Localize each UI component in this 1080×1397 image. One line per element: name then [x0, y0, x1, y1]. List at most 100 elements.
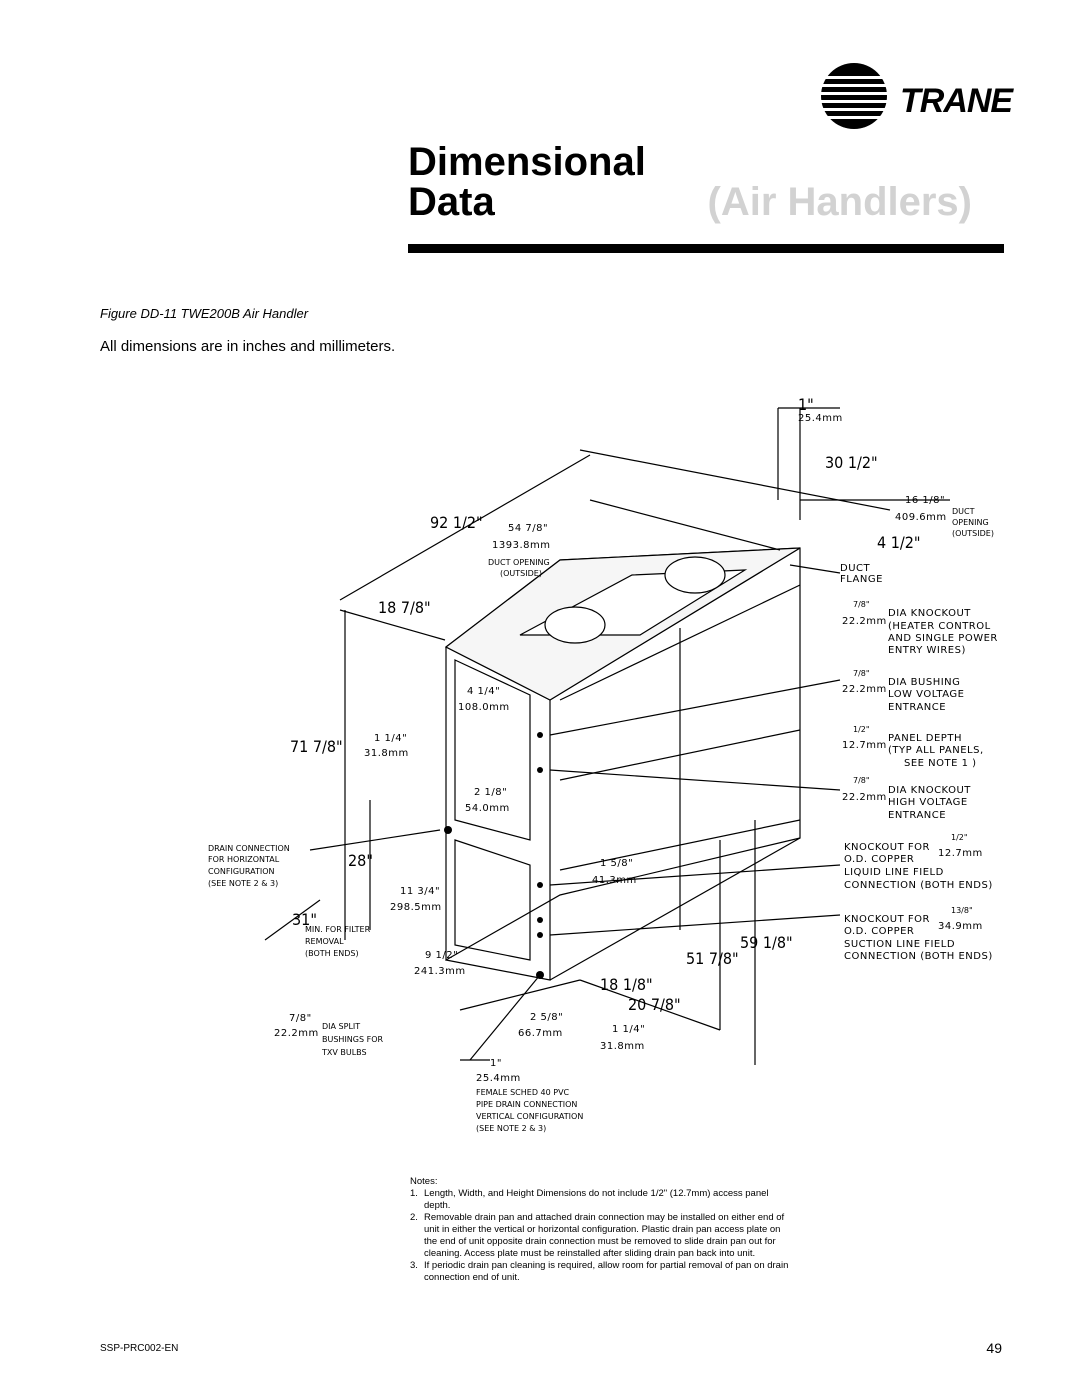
doc-code: SSP-PRC002-EN: [100, 1343, 179, 1354]
svg-text:BUSHINGS FOR: BUSHINGS FOR: [322, 1035, 384, 1044]
dim-18-7-8: 18 7/8": [378, 598, 431, 617]
dim-bottom-in: 1": [490, 1058, 502, 1069]
label-duct-opening-right: DUCT OPENING (OUTSIDE): [952, 507, 994, 538]
k5-in: 1/2": [951, 833, 968, 842]
dim-bottom-mm: 25.4mm: [476, 1073, 521, 1084]
svg-text:CONNECTION (BOTH ENDS): CONNECTION (BOTH ENDS): [844, 951, 993, 962]
label-drain-horizontal: DRAIN CONNECTION FOR HORIZONTAL CONFIGUR…: [208, 844, 290, 888]
brand-wordmark: TRANE: [900, 82, 1013, 120]
dim-9-1-2-mm: 241.3mm: [414, 966, 466, 977]
label-duct-opening-top: DUCT OPENING (OUTSIDE): [488, 558, 550, 578]
page-number: 49: [986, 1340, 1002, 1356]
label-filter-removal: MIN. FOR FILTER REMOVAL (BOTH ENDS): [305, 925, 371, 958]
svg-text:PANEL DEPTH: PANEL DEPTH: [888, 733, 962, 744]
svg-text:O.D. COPPER: O.D. COPPER: [844, 854, 914, 865]
dim-4-1-4-mm: 108.0mm: [458, 702, 510, 713]
dim-30-half: 30 1/2": [825, 453, 878, 472]
notes-heading: Notes:: [410, 1176, 438, 1187]
svg-text:CONFIGURATION: CONFIGURATION: [208, 867, 275, 876]
svg-text:REMOVAL: REMOVAL: [305, 937, 344, 946]
svg-text:DUCT: DUCT: [840, 563, 871, 574]
k4-mm: 22.2mm: [842, 792, 887, 803]
dim-18-1-8: 18 1/8": [600, 975, 653, 994]
svg-text:LIQUID LINE FIELD: LIQUID LINE FIELD: [844, 867, 944, 878]
dim-top-in: 1": [798, 395, 814, 414]
svg-text:FOR HORIZONTAL: FOR HORIZONTAL: [208, 855, 280, 864]
dim-2-1-8-in: 2 1/8": [474, 787, 507, 798]
label-pvc-drain: FEMALE SCHED 40 PVC PIPE DRAIN CONNECTIO…: [476, 1088, 583, 1133]
svg-text:DUCT: DUCT: [952, 507, 975, 516]
dim-2-5-8-mm: 66.7mm: [518, 1028, 563, 1039]
dim-top-mm: 25.4mm: [798, 413, 843, 424]
label-high-voltage: DIA KNOCKOUT HIGH VOLTAGE ENTRANCE: [888, 785, 971, 821]
svg-text:(TYP ALL PANELS,: (TYP ALL PANELS,: [888, 745, 984, 756]
svg-text:(HEATER CONTROL: (HEATER CONTROL: [888, 621, 991, 632]
dim-1-1-4b-mm: 31.8mm: [600, 1041, 645, 1052]
svg-text:LOW VOLTAGE: LOW VOLTAGE: [888, 689, 964, 700]
svg-text:HIGH VOLTAGE: HIGH VOLTAGE: [888, 797, 968, 808]
dim-28: 28": [348, 851, 373, 870]
note-item: 1. Length, Width, and Height Dimensions …: [410, 1188, 769, 1211]
svg-text:(OUTSIDE): (OUTSIDE): [952, 529, 994, 538]
dim-2-1-8-mm: 54.0mm: [465, 803, 510, 814]
svg-text:ENTRANCE: ENTRANCE: [888, 810, 946, 821]
svg-text:DIA BUSHING: DIA BUSHING: [888, 677, 960, 688]
section-label: (Air Handlers): [707, 180, 973, 224]
svg-text:(BOTH ENDS): (BOTH ENDS): [305, 949, 359, 958]
dim-1-5-8-in: 1 5/8": [600, 858, 633, 869]
k2-mm: 22.2mm: [842, 684, 887, 695]
k6-in: 13/8": [951, 906, 973, 915]
figure-caption: Figure DD-11 TWE200B Air Handler: [100, 306, 309, 321]
svg-text:KNOCKOUT FOR: KNOCKOUT FOR: [844, 842, 930, 853]
svg-text:TXV BULBS: TXV BULBS: [321, 1048, 367, 1057]
notes-block: Notes: 1. Length, Width, and Height Dime…: [410, 1176, 790, 1284]
dim-71-7-8: 71 7/8": [290, 737, 343, 756]
svg-text:DIA KNOCKOUT: DIA KNOCKOUT: [888, 608, 971, 619]
svg-text:FLANGE: FLANGE: [840, 574, 883, 585]
label-dia-split: DIA SPLIT BUSHINGS FOR TXV BULBS: [321, 1022, 384, 1057]
dim-51-7-8: 51 7/8": [686, 949, 739, 968]
k4-in: 7/8": [853, 776, 870, 785]
svg-text:O.D. COPPER: O.D. COPPER: [844, 926, 914, 937]
dim-1-1-4-mm: 31.8mm: [364, 748, 409, 759]
dim-7-8-split-mm: 22.2mm: [274, 1028, 319, 1039]
dim-4-half: 4 1/2": [877, 533, 921, 552]
figure-intro: All dimensions are in inches and millime…: [100, 338, 396, 355]
svg-text:CONNECTION (BOTH ENDS): CONNECTION (BOTH ENDS): [844, 880, 993, 891]
label-heater-knockout: DIA KNOCKOUT (HEATER CONTROL AND SINGLE …: [888, 608, 998, 656]
dim-20-7-8: 20 7/8": [628, 995, 681, 1014]
svg-text:SEE NOTE 1 ): SEE NOTE 1 ): [904, 758, 977, 769]
svg-text:ENTRY WIRES): ENTRY WIRES): [888, 645, 966, 656]
svg-text:KNOCKOUT FOR: KNOCKOUT FOR: [844, 914, 930, 925]
note-item: 2. Removable drain pan and attached drai…: [410, 1212, 785, 1259]
svg-text:DRAIN CONNECTION: DRAIN CONNECTION: [208, 844, 290, 853]
k3-in: 1/2": [853, 725, 870, 734]
trane-logo-icon: [821, 63, 887, 129]
air-handler-drawing: 1" 25.4mm 30 1/2" 16 1/8" 409.6mm 4 1/2"…: [208, 395, 998, 1133]
svg-text:OPENING: OPENING: [952, 518, 989, 527]
label-liquid-line: KNOCKOUT FOR O.D. COPPER LIQUID LINE FIE…: [844, 842, 993, 891]
dim-16-mm: 409.6mm: [895, 512, 947, 523]
label-suction-line: KNOCKOUT FOR O.D. COPPER SUCTION LINE FI…: [844, 914, 993, 962]
k2-in: 7/8": [853, 669, 870, 678]
svg-text:DUCT OPENING: DUCT OPENING: [488, 558, 550, 567]
dim-16-in: 16 1/8": [905, 495, 945, 506]
dim-11-3-4-mm: 298.5mm: [390, 902, 442, 913]
k1-mm: 22.2mm: [842, 616, 887, 627]
svg-text:SUCTION LINE FIELD: SUCTION LINE FIELD: [844, 939, 955, 950]
dim-92-half: 92 1/2": [430, 513, 483, 532]
dim-9-1-2-in: 9 1/2": [425, 950, 458, 961]
svg-text:MIN. FOR FILTER: MIN. FOR FILTER: [305, 925, 371, 934]
svg-text:(SEE NOTE 2 & 3): (SEE NOTE 2 & 3): [208, 879, 278, 888]
svg-text:AND SINGLE POWER: AND SINGLE POWER: [888, 633, 998, 644]
svg-text:DIA KNOCKOUT: DIA KNOCKOUT: [888, 785, 971, 796]
title-rule: [408, 244, 1004, 253]
dim-4-1-4-in: 4 1/4": [467, 686, 500, 697]
dim-59-1-8: 59 1/8": [740, 933, 793, 952]
dim-11-3-4-in: 11 3/4": [400, 886, 440, 897]
k5-mm: 12.7mm: [938, 848, 983, 859]
k3-mm: 12.7mm: [842, 740, 887, 751]
svg-text:DIA SPLIT: DIA SPLIT: [322, 1022, 360, 1031]
label-low-voltage: DIA BUSHING LOW VOLTAGE ENTRANCE: [888, 677, 964, 713]
dim-1-5-8-mm: 41.3mm: [592, 875, 637, 886]
